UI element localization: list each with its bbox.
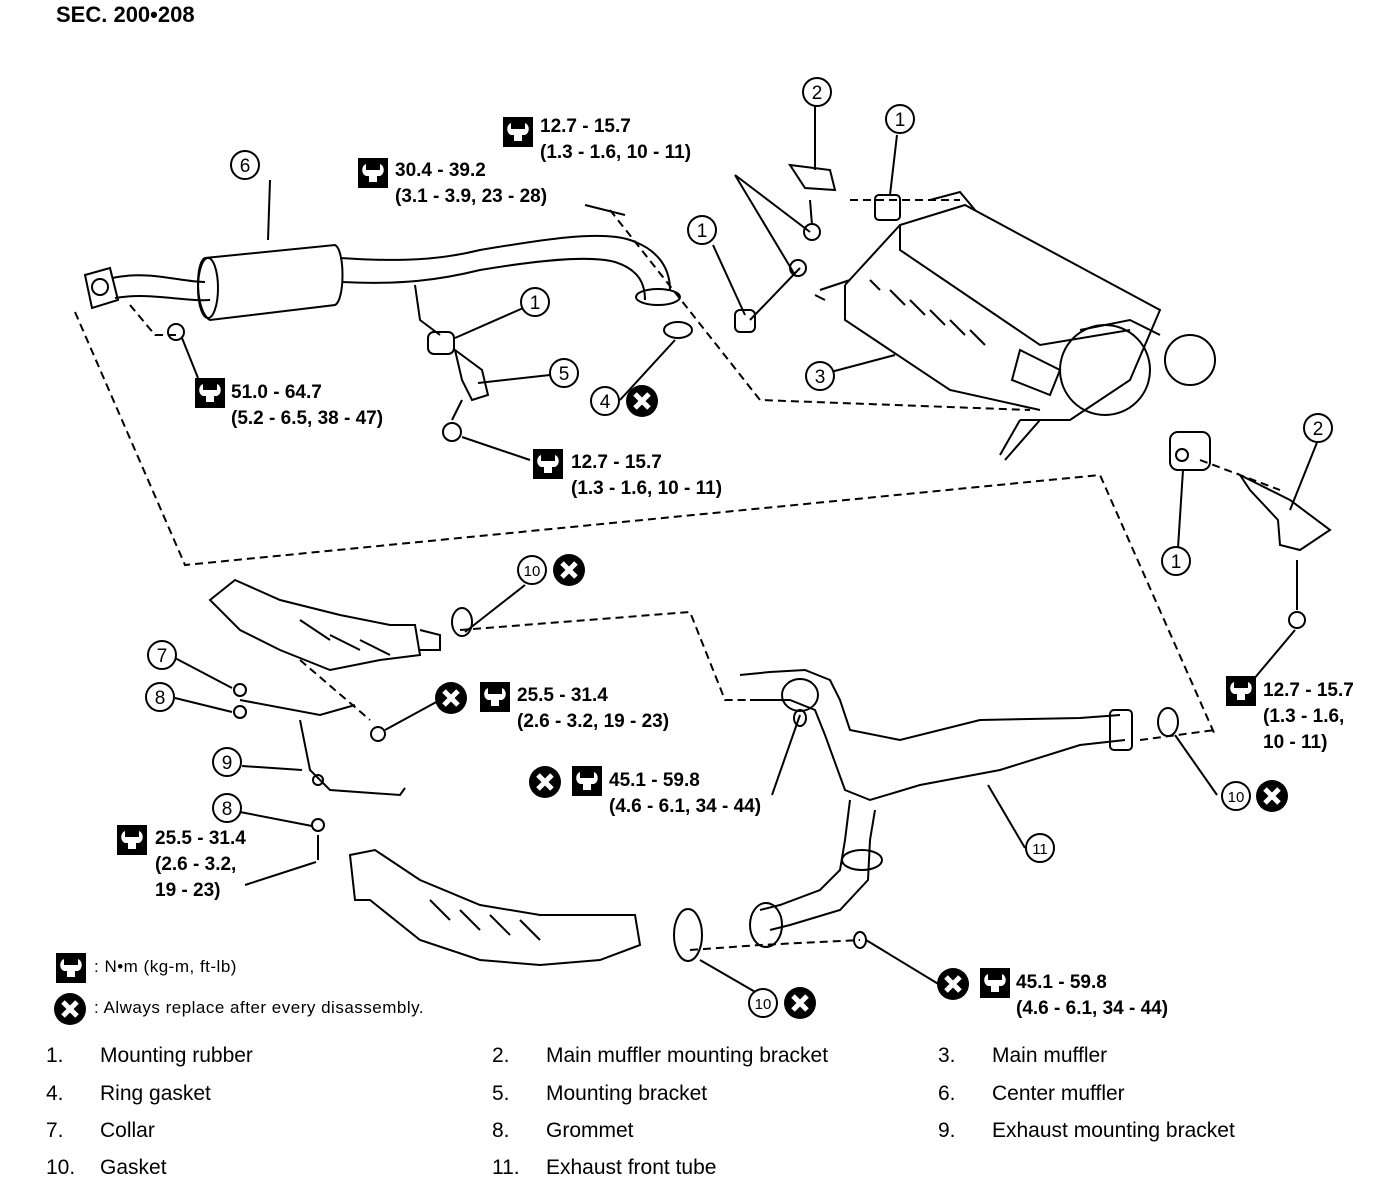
torque-wrench-icon [56, 953, 86, 983]
torque-wrench-icon [195, 378, 225, 408]
svg-text:8: 8 [155, 688, 166, 709]
callout-10c: 10 [748, 988, 778, 1018]
svg-text:5: 5 [559, 364, 570, 385]
alignment-line [609, 209, 1031, 411]
leader-lines [174, 105, 1319, 994]
replace-icon [435, 682, 467, 714]
svg-text:11: 11 [1032, 841, 1048, 858]
svg-text:1: 1 [530, 293, 541, 314]
alignment-line [459, 610, 760, 701]
torque-spec-7: 45.1 - 59.8(4.6 - 6.1, 34 - 44) [609, 770, 762, 817]
callout-1c: 1 [687, 215, 717, 245]
callout-9: 9 [212, 747, 242, 777]
callout-1d: 1 [1161, 546, 1191, 576]
callout-5: 5 [549, 358, 579, 388]
svg-text:7: 7 [157, 646, 168, 667]
front-catalyst-upper-drawing [208, 578, 473, 860]
svg-text:9: 9 [222, 753, 233, 774]
callout-4: 4 [590, 386, 620, 416]
alignment-line [689, 939, 861, 951]
torque-wrench-icon [480, 682, 510, 712]
torque-wrench-icon [1226, 676, 1256, 706]
callout-2b: 2 [1303, 413, 1333, 443]
torque-wrench-icon [117, 825, 147, 855]
torque-wrench-icon [980, 968, 1010, 998]
svg-text:6: 6 [240, 156, 251, 177]
svg-text:3: 3 [815, 367, 826, 388]
svg-text:10: 10 [755, 996, 772, 1013]
torque-wrench-icon [358, 158, 388, 188]
torque-wrench-icon [503, 117, 533, 147]
svg-text:10: 10 [1228, 789, 1245, 806]
torque-spec-4: 12.7 - 15.7(1.3 - 1.6, 10 - 11) [571, 452, 723, 499]
svg-text:10: 10 [524, 563, 541, 580]
torque-spec-9: 45.1 - 59.8(4.6 - 6.1, 34 - 44) [1016, 972, 1169, 1019]
callout-11: 11 [1025, 833, 1055, 863]
torque-wrench-icon [533, 449, 563, 479]
replace-icon [1256, 780, 1288, 812]
svg-text:8: 8 [222, 799, 233, 820]
torque-spec-3: 51.0 - 64.7(5.2 - 6.5, 38 - 47) [231, 382, 384, 429]
alignment-line [74, 311, 1216, 736]
callout-3: 3 [805, 361, 835, 391]
replace-icon [937, 968, 969, 1000]
torque-wrench-icon [572, 766, 602, 796]
callout-7: 7 [147, 640, 177, 670]
callout-circles: 6 1 5 4 2 1 1 3 2 1 7 8 9 8 10 11 10 10 [145, 77, 1333, 1018]
hanger-rubber-drawing [167, 284, 490, 442]
section-code: SEC. 200•208 [56, 2, 195, 27]
alignment-line [299, 659, 371, 721]
replace-icon [529, 766, 561, 798]
torque-spec-6: 25.5 - 31.4(2.6 - 3.2, 19 - 23) [517, 685, 670, 732]
callout-1b: 1 [885, 104, 915, 134]
callout-10a: 10 [517, 555, 547, 585]
callout-2a: 2 [802, 77, 832, 107]
callout-8b: 8 [212, 793, 242, 823]
svg-text:1: 1 [697, 221, 708, 242]
callout-6: 6 [230, 150, 260, 180]
torque-spec-5: 12.7 - 15.7(1.3 - 1.6,10 - 11) [1263, 680, 1354, 753]
replace-icon [784, 987, 816, 1019]
parts-list: 1.Mounting rubber 2.Main muffler mountin… [46, 1044, 1235, 1179]
callout-10b: 10 [1221, 781, 1251, 811]
exhaust-system-diagram: 6 1 5 4 2 1 1 3 2 1 7 8 9 8 10 11 10 10 [0, 77, 1333, 1040]
callout-8a: 8 [145, 682, 175, 712]
svg-text:4: 4 [600, 392, 611, 413]
main-muffler-drawing [734, 163, 1216, 461]
replace-icon [553, 554, 585, 586]
svg-text:2: 2 [812, 83, 823, 104]
right-mount-drawing [1169, 431, 1332, 629]
torque-spec-1: 12.7 - 15.7(1.3 - 1.6, 10 - 11) [540, 116, 692, 163]
replace-icon [626, 385, 658, 417]
callout-1a: 1 [520, 287, 550, 317]
svg-text:2: 2 [1313, 419, 1324, 440]
replace-icon [54, 993, 86, 1025]
front-catalyst-lower-drawing [348, 848, 703, 967]
y-pipe-drawing [739, 668, 1179, 949]
alignment-line [129, 304, 180, 336]
svg-text:1: 1 [1171, 552, 1182, 573]
torque-spec-2: 30.4 - 39.2(3.1 - 3.9, 23 - 28) [395, 160, 548, 207]
svg-text:1: 1 [895, 110, 906, 131]
center-muffler-drawing [83, 234, 693, 339]
torque-spec-8: 25.5 - 31.4(2.6 - 3.2,19 - 23) [155, 828, 246, 901]
